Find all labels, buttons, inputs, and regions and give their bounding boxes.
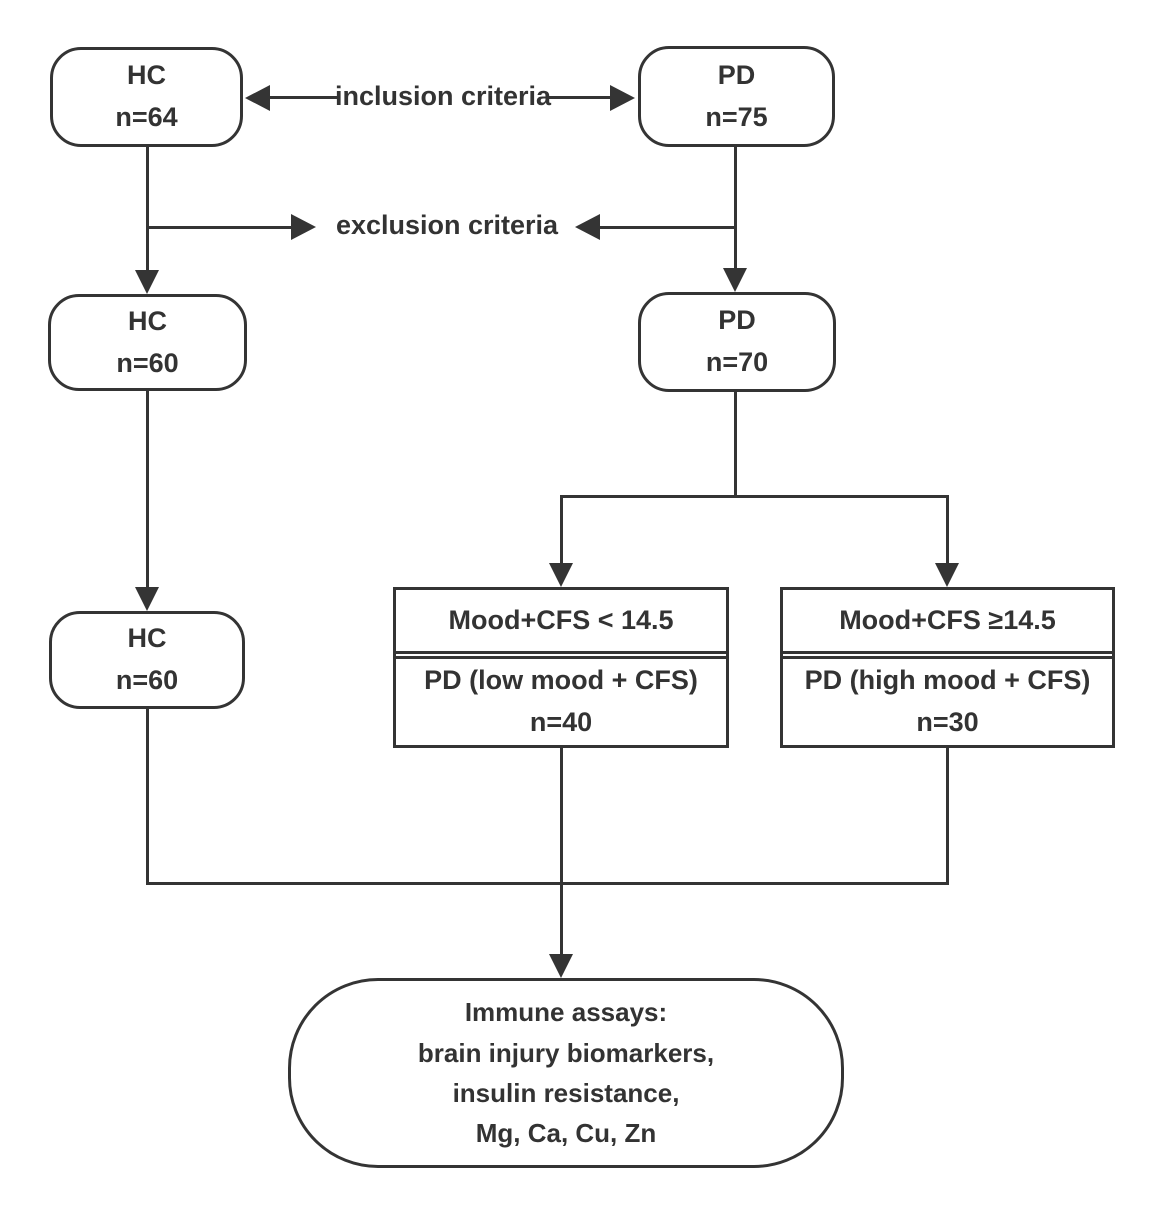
- node-title: PD: [717, 59, 756, 90]
- immune-assays-box: Immune assays: brain injury biomarkers, …: [288, 978, 844, 1168]
- connector-line: [560, 495, 949, 498]
- arrowhead-into-pd-after-exclusion: [723, 268, 747, 292]
- arrowhead-into-immune-assays: [549, 954, 573, 978]
- connector-line: [146, 226, 291, 229]
- arrowhead-into-pd-initial: [610, 85, 635, 111]
- immune-line: Immune assays:: [464, 997, 668, 1028]
- connector-line: [146, 882, 949, 885]
- connector-line: [560, 748, 563, 956]
- immune-line: brain injury biomarkers,: [417, 1037, 715, 1068]
- connector-line: [146, 147, 149, 271]
- node-count: n=70: [705, 347, 769, 377]
- arrowhead-into-hc-final: [135, 587, 159, 611]
- group-count: n=30: [916, 707, 979, 737]
- arrowhead-into-hc-after-exclusion: [135, 270, 159, 294]
- immune-line: insulin resistance,: [452, 1078, 680, 1108]
- connector-line: [734, 147, 737, 268]
- node-count: n=75: [705, 101, 768, 132]
- group-criterion: Mood+CFS ≥14.5: [783, 590, 1112, 654]
- connector-line: [734, 392, 737, 498]
- pd-high-mood-cfs-box: Mood+CFS ≥14.5 PD (high mood + CFS) n=30: [780, 587, 1115, 748]
- group-name: PD (low mood + CFS): [424, 665, 698, 696]
- arrowhead-from-pd-branch: [575, 214, 600, 240]
- group-criterion: Mood+CFS < 14.5: [396, 590, 726, 654]
- arrowhead-into-pd-low-group: [549, 563, 573, 587]
- connector-line: [560, 495, 563, 565]
- group-body: PD (high mood + CFS) n=30: [783, 656, 1112, 745]
- pd-low-mood-cfs-box: Mood+CFS < 14.5 PD (low mood + CFS) n=40: [393, 587, 729, 748]
- node-title: HC: [127, 60, 166, 91]
- group-body: PD (low mood + CFS) n=40: [396, 656, 726, 745]
- arrowhead-into-hc-initial: [245, 85, 270, 111]
- group-count: n=40: [529, 707, 593, 737]
- inclusion-criteria-label: inclusion criteria: [334, 81, 552, 111]
- hc-after-exclusion-box: HC n=60: [48, 294, 247, 391]
- node-count: n=60: [116, 347, 179, 378]
- connector-line: [946, 748, 949, 885]
- node-title: HC: [128, 305, 167, 336]
- connector-line: [268, 96, 340, 99]
- arrowhead-from-hc-branch: [291, 214, 316, 240]
- immune-line: Mg, Ca, Cu, Zn: [475, 1118, 657, 1149]
- node-count: n=64: [115, 102, 178, 132]
- connector-line: [146, 709, 149, 885]
- node-title: PD: [718, 305, 756, 336]
- pd-initial-box: PD n=75: [638, 46, 835, 147]
- connector-line: [598, 226, 735, 229]
- exclusion-criteria-label: exclusion criteria: [335, 210, 559, 240]
- hc-final-box: HC n=60: [49, 611, 245, 709]
- connector-line: [946, 495, 949, 565]
- pd-after-exclusion-box: PD n=70: [638, 292, 836, 392]
- hc-initial-box: HC n=64: [50, 47, 243, 147]
- arrowhead-into-pd-high-group: [935, 563, 959, 587]
- node-count: n=60: [115, 665, 179, 695]
- connector-line: [146, 391, 149, 587]
- node-title: HC: [127, 623, 167, 654]
- group-name: PD (high mood + CFS): [804, 665, 1091, 696]
- connector-line: [548, 96, 610, 99]
